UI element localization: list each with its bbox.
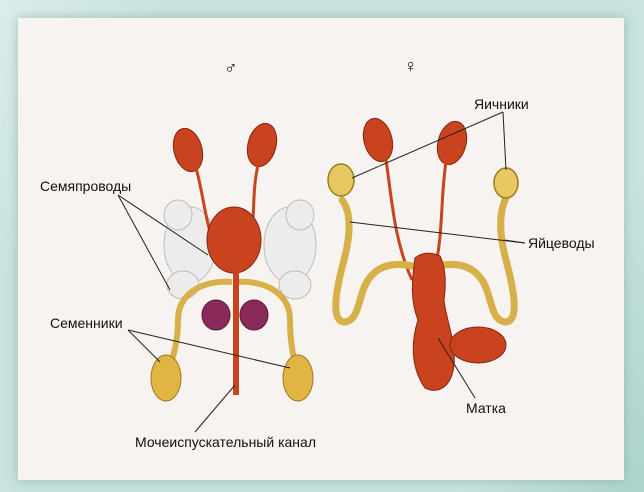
male-gland-right	[240, 300, 268, 330]
female-symbol: ♀	[404, 56, 418, 77]
label-oviducts: Яйцеводы	[528, 235, 595, 251]
female-kidney-right	[433, 118, 471, 168]
female-bladder	[450, 327, 506, 363]
male-testis-right	[283, 355, 313, 401]
male-symbol: ♂	[224, 58, 238, 79]
male-testis-left	[151, 355, 181, 401]
male-kidney-left	[169, 125, 207, 175]
male-bladder	[207, 207, 261, 273]
male-gland-left	[202, 300, 230, 330]
label-testes: Семенники	[50, 315, 123, 331]
male-system	[151, 120, 316, 401]
female-kidney-left	[359, 115, 397, 165]
female-ovary-right	[494, 168, 518, 198]
female-system	[328, 115, 518, 390]
male-kidney-right	[243, 120, 281, 170]
label-vas-deferens: Семяпроводы	[40, 178, 131, 194]
label-urethra: Мочеиспускательный канал	[135, 434, 316, 450]
female-ovary-left	[328, 164, 354, 196]
label-ovaries: Яичники	[474, 96, 529, 112]
female-oviduct-left	[336, 200, 420, 322]
female-uterus	[412, 253, 454, 390]
label-uterus: Матка	[466, 400, 506, 416]
